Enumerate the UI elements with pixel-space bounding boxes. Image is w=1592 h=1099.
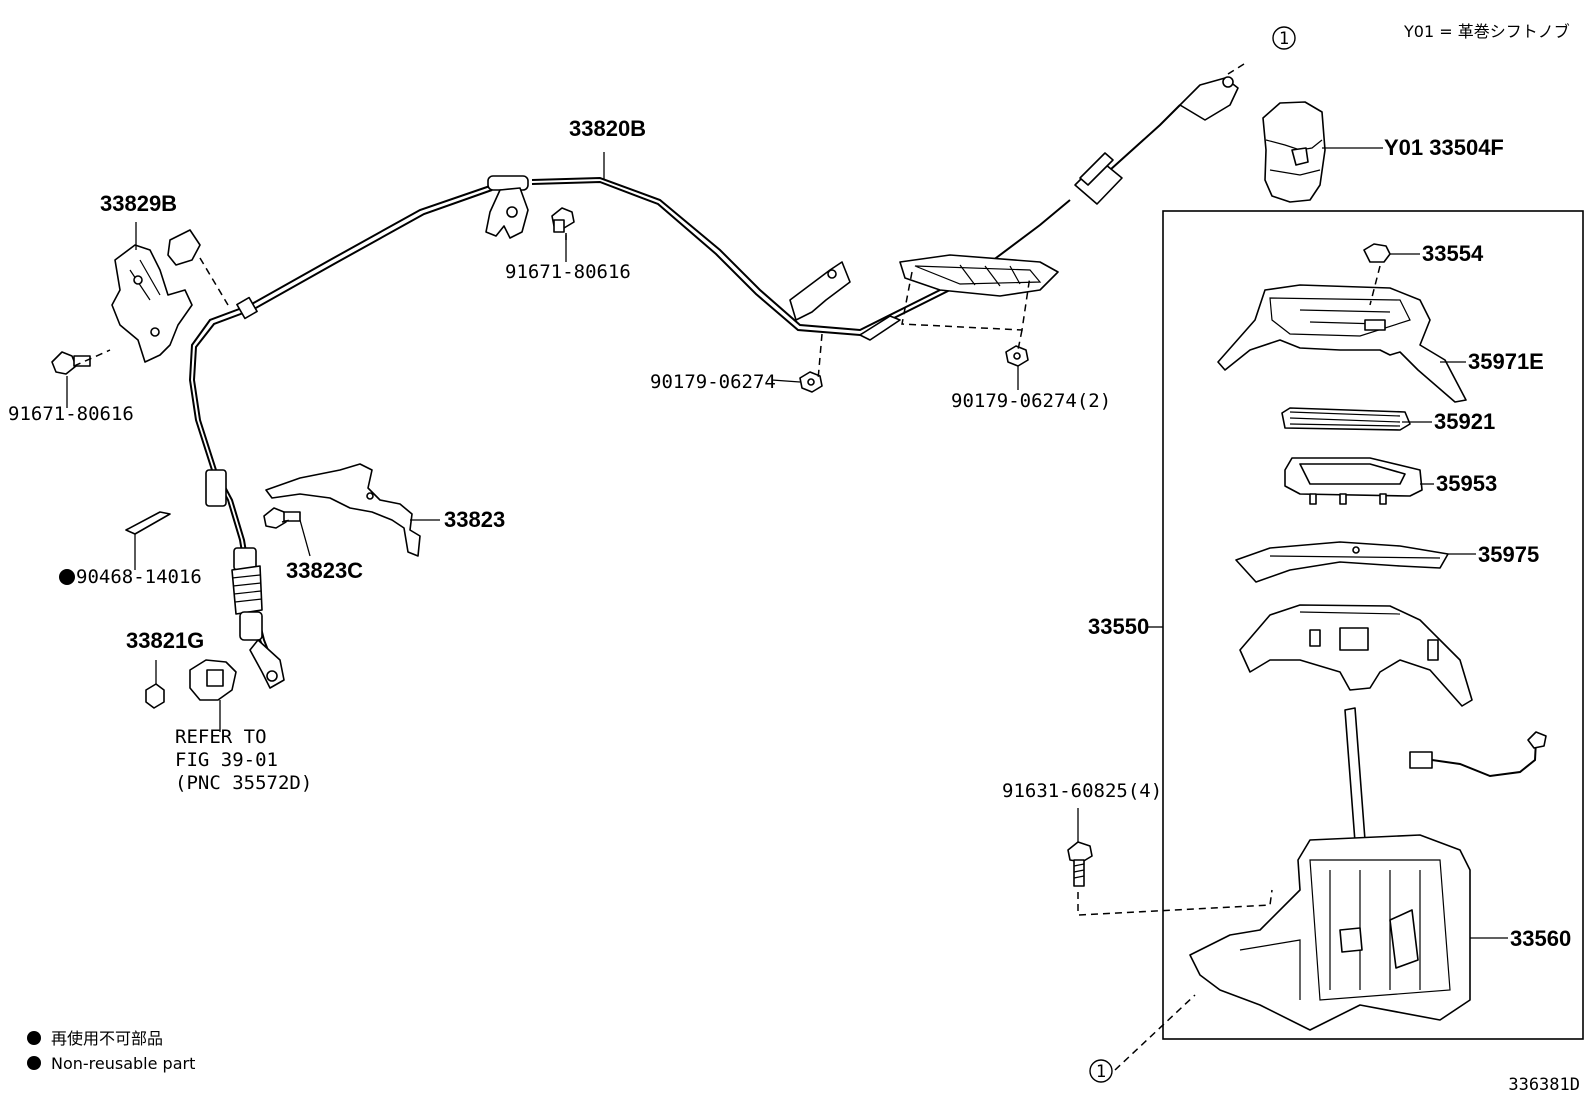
plug[interactable] (1363, 243, 1391, 263)
callout-1-bottom-label: 1 (1096, 1062, 1106, 1082)
legend-en: Non-reusable part (51, 1054, 195, 1073)
label-clip[interactable]: 90468-14016 (76, 566, 202, 588)
assembly-box (1162, 210, 1584, 1040)
nut-center[interactable] (799, 371, 823, 393)
shift-lever-assy[interactable] (1189, 707, 1471, 1031)
label-bolt-shift[interactable]: 91631-60825(4) (1002, 780, 1162, 802)
header-note: Y01 = 革巻シフトノブ (1403, 22, 1570, 41)
clip[interactable] (125, 511, 171, 535)
label-retainer[interactable]: 33821G (126, 628, 204, 653)
nut-right[interactable] (1005, 345, 1029, 367)
wire-harness[interactable] (1409, 731, 1547, 778)
cable-floor-bracket[interactable] (859, 254, 1059, 341)
label-bracket-lower[interactable]: 33823 (444, 507, 505, 532)
cable-retainer-center[interactable] (485, 187, 529, 239)
label-bracket-left[interactable]: 33829B (100, 191, 177, 216)
label-bolt-left[interactable]: 91671-80616 (8, 403, 134, 425)
bushing[interactable] (189, 659, 237, 701)
dashed-lines (73, 63, 1381, 1071)
refer-line-1: REFER TO (175, 726, 267, 748)
label-assy[interactable]: 33550 (1088, 614, 1149, 639)
plate[interactable] (1281, 407, 1411, 431)
label-clip-group[interactable]: 90468-14016 (59, 566, 202, 588)
slide[interactable] (1235, 541, 1449, 583)
callout-1-top: 1 (1272, 26, 1296, 50)
label-shift-lever[interactable]: 33560 (1510, 926, 1571, 951)
label-slide[interactable]: 35975 (1478, 542, 1539, 567)
bolt-left[interactable] (51, 351, 91, 375)
label-plug[interactable]: 33554 (1422, 241, 1484, 266)
housing[interactable] (1217, 284, 1467, 403)
label-cable-assy[interactable]: 33820B (569, 116, 646, 141)
legend-jp: 再使用不可部品 (51, 1029, 163, 1048)
assembly-upper-housing[interactable] (1239, 604, 1473, 707)
bolt-shift[interactable] (1067, 841, 1093, 887)
shift-cable[interactable] (188, 76, 1239, 689)
bolt-center[interactable] (551, 207, 575, 233)
label-bolt-center[interactable]: 91671-80616 (505, 261, 631, 283)
non-reusable-mark (59, 569, 75, 585)
callout-1-bottom: 1 (1089, 1059, 1113, 1083)
shift-knob[interactable] (1262, 101, 1326, 203)
bracket-left[interactable] (111, 229, 201, 363)
figure-id: 336381D (1508, 1075, 1580, 1095)
callout-1-top-label: 1 (1279, 29, 1289, 49)
label-nut-right[interactable]: 90179-06274(2) (951, 390, 1111, 412)
refer-line-2: FIG 39-01 (175, 749, 278, 771)
retainer[interactable] (145, 683, 165, 709)
label-plate[interactable]: 35921 (1434, 409, 1495, 434)
label-nut-center[interactable]: 90179-06274 (650, 371, 776, 393)
label-bolt-lower[interactable]: 33823C (286, 558, 363, 583)
label-frame[interactable]: 35953 (1436, 471, 1497, 496)
bolt-lower[interactable] (263, 507, 301, 529)
cable-clamp-bracket[interactable] (789, 261, 851, 321)
legend-bullet-en (27, 1056, 41, 1070)
frame[interactable] (1284, 457, 1423, 505)
bracket-lower[interactable] (265, 463, 421, 557)
label-knob[interactable]: Y01 33504F (1384, 135, 1504, 160)
label-housing[interactable]: 35971E (1468, 349, 1544, 374)
legend-bullet-jp (27, 1031, 41, 1045)
leader-lines (66, 147, 1508, 939)
legend: 再使用不可部品 Non-reusable part (27, 1029, 195, 1073)
refer-line-3: (PNC 35572D) (175, 772, 312, 794)
